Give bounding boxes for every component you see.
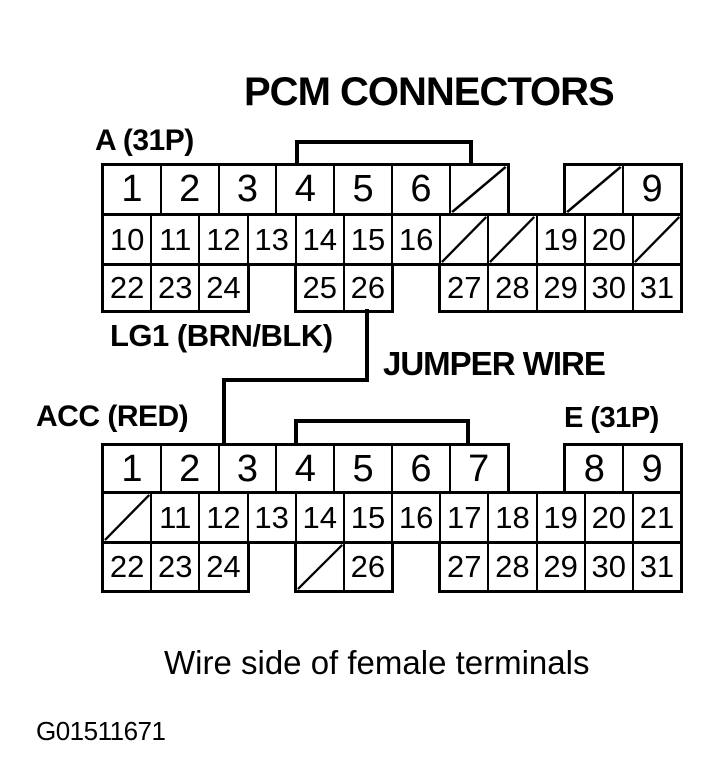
connector-e-keying-tab [294,419,470,446]
pin-cell-e-26: 26 [342,544,391,590]
unused-pin-cell-a [439,216,488,263]
pin-cell-a-4: 4 [275,166,333,213]
pin-cell-e-14: 14 [294,494,343,541]
pin-cell-e-13: 13 [246,494,295,541]
pin-cell-e-19: 19 [535,494,584,541]
diagonal-slash-icon [450,166,507,213]
pin-cell-a-10: 10 [109,221,145,257]
diagonal-slash-icon [566,166,623,213]
diagonal-slash-icon [489,216,536,263]
jumper-wire-segment-vertical-bottom [222,378,226,492]
pin-cell-e-15: 15 [342,494,391,541]
unused-pin-cell-e [296,544,343,590]
diagonal-slash-icon [633,216,680,263]
pin-cell-e-8: 8 [583,447,605,490]
pin-cell-e-30: 30 [583,544,632,590]
pin-cell-e-22: 22 [109,549,145,584]
pin-cell-a-30: 30 [583,266,632,310]
pin-cell-a-23: 23 [150,266,198,310]
diagram-caption: Wire side of female terminals [164,644,590,681]
pin-cell-e-9: 9 [622,446,680,492]
pin-cell-e-20: 20 [583,494,632,541]
unused-pin-cell-a [566,166,623,213]
pin-cell-e-3: 3 [217,446,276,492]
pin-cell-e-24: 24 [198,544,246,590]
pin-cell-a-19: 19 [535,216,584,263]
pin-cell-a-6: 6 [390,166,449,213]
pin-cell-e-2: 2 [159,446,218,492]
pin-cell-a-11: 11 [150,216,198,263]
pin-cell-a-3: 3 [217,166,276,213]
pin-cell-a-31: 31 [631,266,680,310]
pin-cell-e-17: 17 [439,494,487,541]
wire-acc-label: ACC (RED) [36,400,189,433]
diagonal-slash-icon [296,544,343,590]
figure-id: G01511671 [36,716,166,746]
pin-cell-e-31: 31 [631,544,680,590]
pin-cell-e-28: 28 [487,544,535,590]
pin-cell-e-6: 6 [390,446,449,492]
pin-cell-a-25: 25 [302,270,337,305]
wire-lg1-label: LG1 (BRN/BLK) [110,318,333,353]
connector-e-row3-segment: 26 [293,541,394,593]
pin-cell-a-5: 5 [333,166,391,213]
pin-cell-a-27: 27 [447,270,482,305]
pin-cell-a-9: 9 [622,166,680,213]
diagonal-slash-icon [104,494,151,541]
pin-cell-e-27: 27 [447,549,482,584]
unused-pin-cell-a [631,216,680,263]
pin-cell-e-5: 5 [333,446,391,492]
pin-cell-a-1: 1 [121,168,143,210]
pin-cell-e-1: 1 [121,447,143,490]
pin-cell-a-12: 12 [198,216,246,263]
diagonal-slash-icon [441,216,488,263]
pin-cell-a-16: 16 [391,216,439,263]
pin-cell-a-28: 28 [487,266,535,310]
connector-a-label: A (31P) [95,124,194,157]
unused-pin-cell-a [487,216,536,263]
pin-cell-a-15: 15 [342,216,391,263]
unused-pin-cell-a [448,166,507,213]
pin-cell-a-26: 26 [342,266,391,310]
pin-cell-e-16: 16 [391,494,439,541]
pin-cell-e-21: 21 [631,494,680,541]
pin-cell-a-29: 29 [535,266,584,310]
pin-cell-e-4: 4 [275,446,333,492]
jumper-wire-label: JUMPER WIRE [383,345,606,382]
pin-cell-e-7: 7 [448,446,507,492]
pin-cell-a-13: 13 [246,216,295,263]
pin-cell-a-24: 24 [198,266,246,310]
pin-cell-e-29: 29 [535,544,584,590]
pin-cell-e-12: 12 [198,494,246,541]
pin-cell-e-18: 18 [487,494,535,541]
jumper-wire-segment-vertical-top [365,309,369,381]
pin-cell-a-2: 2 [159,166,218,213]
page-title: PCM CONNECTORS [244,70,615,114]
pin-cell-e-11: 11 [150,494,198,541]
pin-cell-e-23: 23 [150,544,198,590]
connector-a-row1-segment: 9 [563,163,683,216]
connector-a-keying-tab [295,140,473,166]
connector-e-label: E (31P) [564,402,659,434]
pin-cell-a-22: 22 [109,270,145,305]
pin-cell-a-14: 14 [294,216,343,263]
jumper-wire-segment-horizontal [222,378,369,382]
pin-cell-a-20: 20 [583,216,632,263]
unused-pin-cell-e [104,494,151,541]
